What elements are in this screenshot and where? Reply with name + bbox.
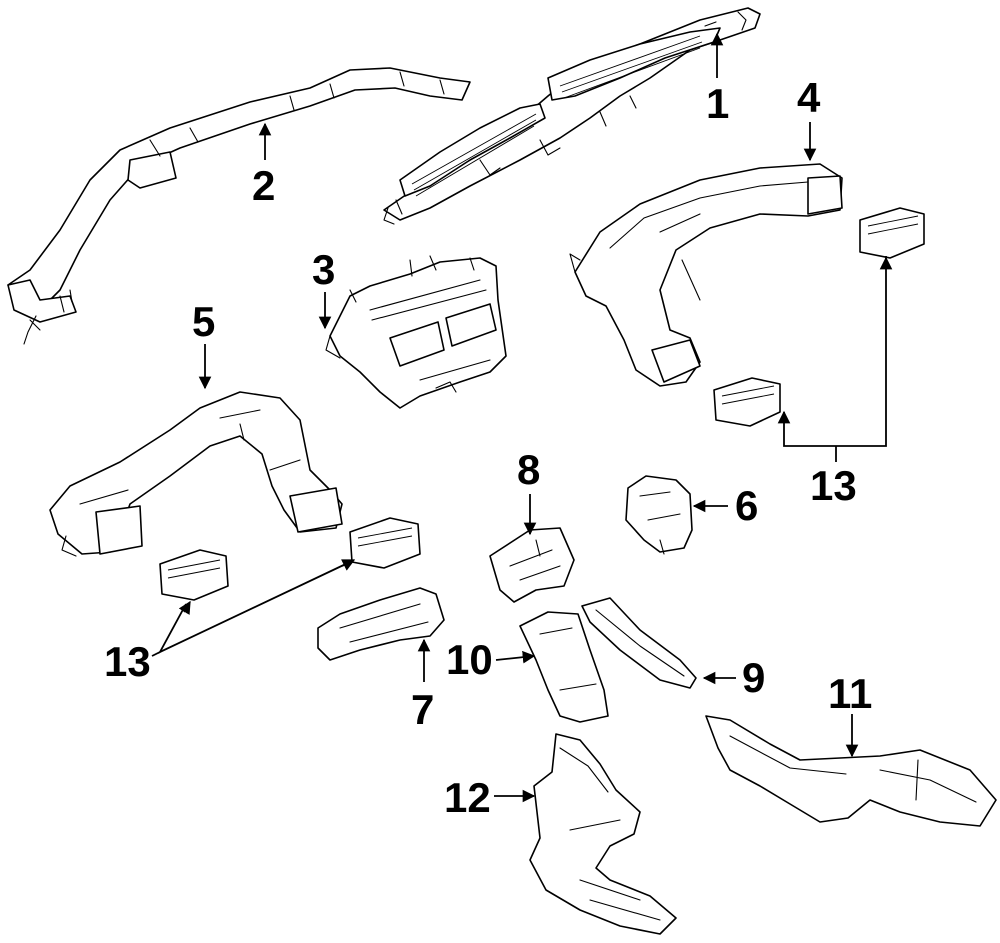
part-13-vent-outlet-a	[859, 207, 925, 259]
part-7-vent-duct	[317, 587, 445, 661]
callout-7: 7	[411, 686, 434, 733]
callout-9: 9	[742, 654, 765, 701]
callout-12: 12	[444, 774, 491, 821]
part-5-left-duct	[49, 391, 343, 557]
callout-13-right: 13	[810, 462, 857, 509]
callout-11: 11	[828, 670, 872, 717]
part-3-duct-housing	[325, 255, 507, 409]
part-10-floor-duct	[519, 611, 609, 723]
part-13-vent-outlet-d	[159, 549, 229, 601]
callout-13-left: 13	[104, 638, 151, 685]
callout-8: 8	[517, 446, 540, 493]
callout-4: 4	[797, 74, 821, 121]
callout-labels: 1 2 3 4 5 6 7 8 9 10 11 12 13 13	[104, 74, 872, 821]
callout-6: 6	[735, 482, 758, 529]
part-12-rear-floor-duct	[529, 733, 677, 935]
callout-5: 5	[192, 298, 215, 345]
callout-3: 3	[312, 246, 335, 293]
callout-10: 10	[446, 636, 493, 683]
part-1-center-vent-panel	[383, 7, 761, 225]
part-13-vent-outlet-c	[349, 517, 421, 569]
part-9-floor-duct	[581, 597, 697, 689]
part-13-vent-outlet-b	[713, 377, 781, 427]
callout-2: 2	[252, 162, 275, 209]
part-4-right-duct	[569, 163, 843, 387]
leader-lines	[151, 32, 893, 803]
part-2-defroster-duct	[7, 67, 471, 345]
part-6-duct-adapter	[625, 475, 693, 555]
callout-1: 1	[706, 80, 729, 127]
part-11-rear-floor-duct	[705, 715, 997, 827]
part-8-outlet-bracket	[489, 527, 575, 603]
